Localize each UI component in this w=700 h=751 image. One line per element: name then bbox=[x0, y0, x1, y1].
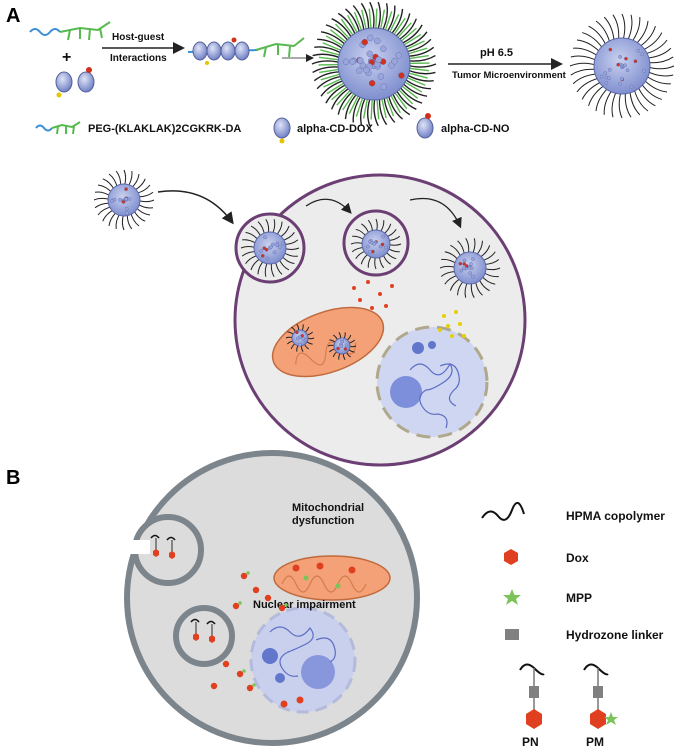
legend-cd-no-icon bbox=[417, 113, 433, 138]
legend-mpp-text: MPP bbox=[566, 591, 592, 605]
interactions-label: Interactions bbox=[110, 53, 167, 64]
legend-polymer-text: HPMA copolymer bbox=[566, 509, 665, 523]
mito-dysfunction-label-1: Mitochondrial bbox=[292, 502, 364, 514]
shed-micelle-icon bbox=[570, 14, 674, 118]
green-corona-micelle-icon bbox=[312, 2, 436, 126]
pn-conjugate-icon bbox=[520, 664, 544, 729]
legend-linker-text: Hydrozone linker bbox=[566, 628, 664, 642]
legend-dox-text: Dox bbox=[566, 551, 589, 565]
pseudorotaxane-icon bbox=[188, 38, 304, 66]
pm-conjugate-icon bbox=[584, 664, 618, 729]
ph-label: pH 6.5 bbox=[480, 47, 513, 59]
legend-cd-no-text: alpha-CD-NO bbox=[441, 123, 510, 135]
pn-label: PN bbox=[522, 735, 539, 749]
mito-dysfunction-label-2: dysfunction bbox=[292, 515, 355, 527]
nucleus-a bbox=[377, 327, 487, 437]
uptake-arrow bbox=[158, 191, 232, 222]
plus-sign: + bbox=[62, 49, 71, 66]
legend-cd-dox-icon bbox=[274, 118, 290, 144]
incoming-micelle-icon bbox=[94, 170, 154, 230]
cd-pair-icon bbox=[56, 67, 94, 98]
legend-mpp-icon bbox=[503, 589, 521, 605]
nucleus-b bbox=[251, 608, 355, 712]
legend-linker-icon bbox=[505, 629, 519, 640]
free-peptide-chain-icon bbox=[30, 22, 110, 40]
mitochondrion-b bbox=[274, 556, 390, 600]
panel-b-label: B bbox=[6, 467, 20, 489]
legend-peptide-icon bbox=[36, 122, 80, 134]
legend-cd-dox-text: alpha-CD-DOX bbox=[297, 123, 373, 135]
pm-label: PM bbox=[586, 735, 604, 749]
tumor-microenvironment-label: Tumor Microenvironment bbox=[452, 70, 567, 81]
panel-a-label: A bbox=[6, 5, 20, 27]
legend-peptide-text: PEG-(KLAKLAK)2CGKRK-DA bbox=[88, 123, 241, 135]
legend-dox-icon bbox=[504, 549, 518, 565]
legend-polymer-icon bbox=[482, 503, 524, 520]
host-guest-label: Host-guest bbox=[112, 32, 165, 43]
